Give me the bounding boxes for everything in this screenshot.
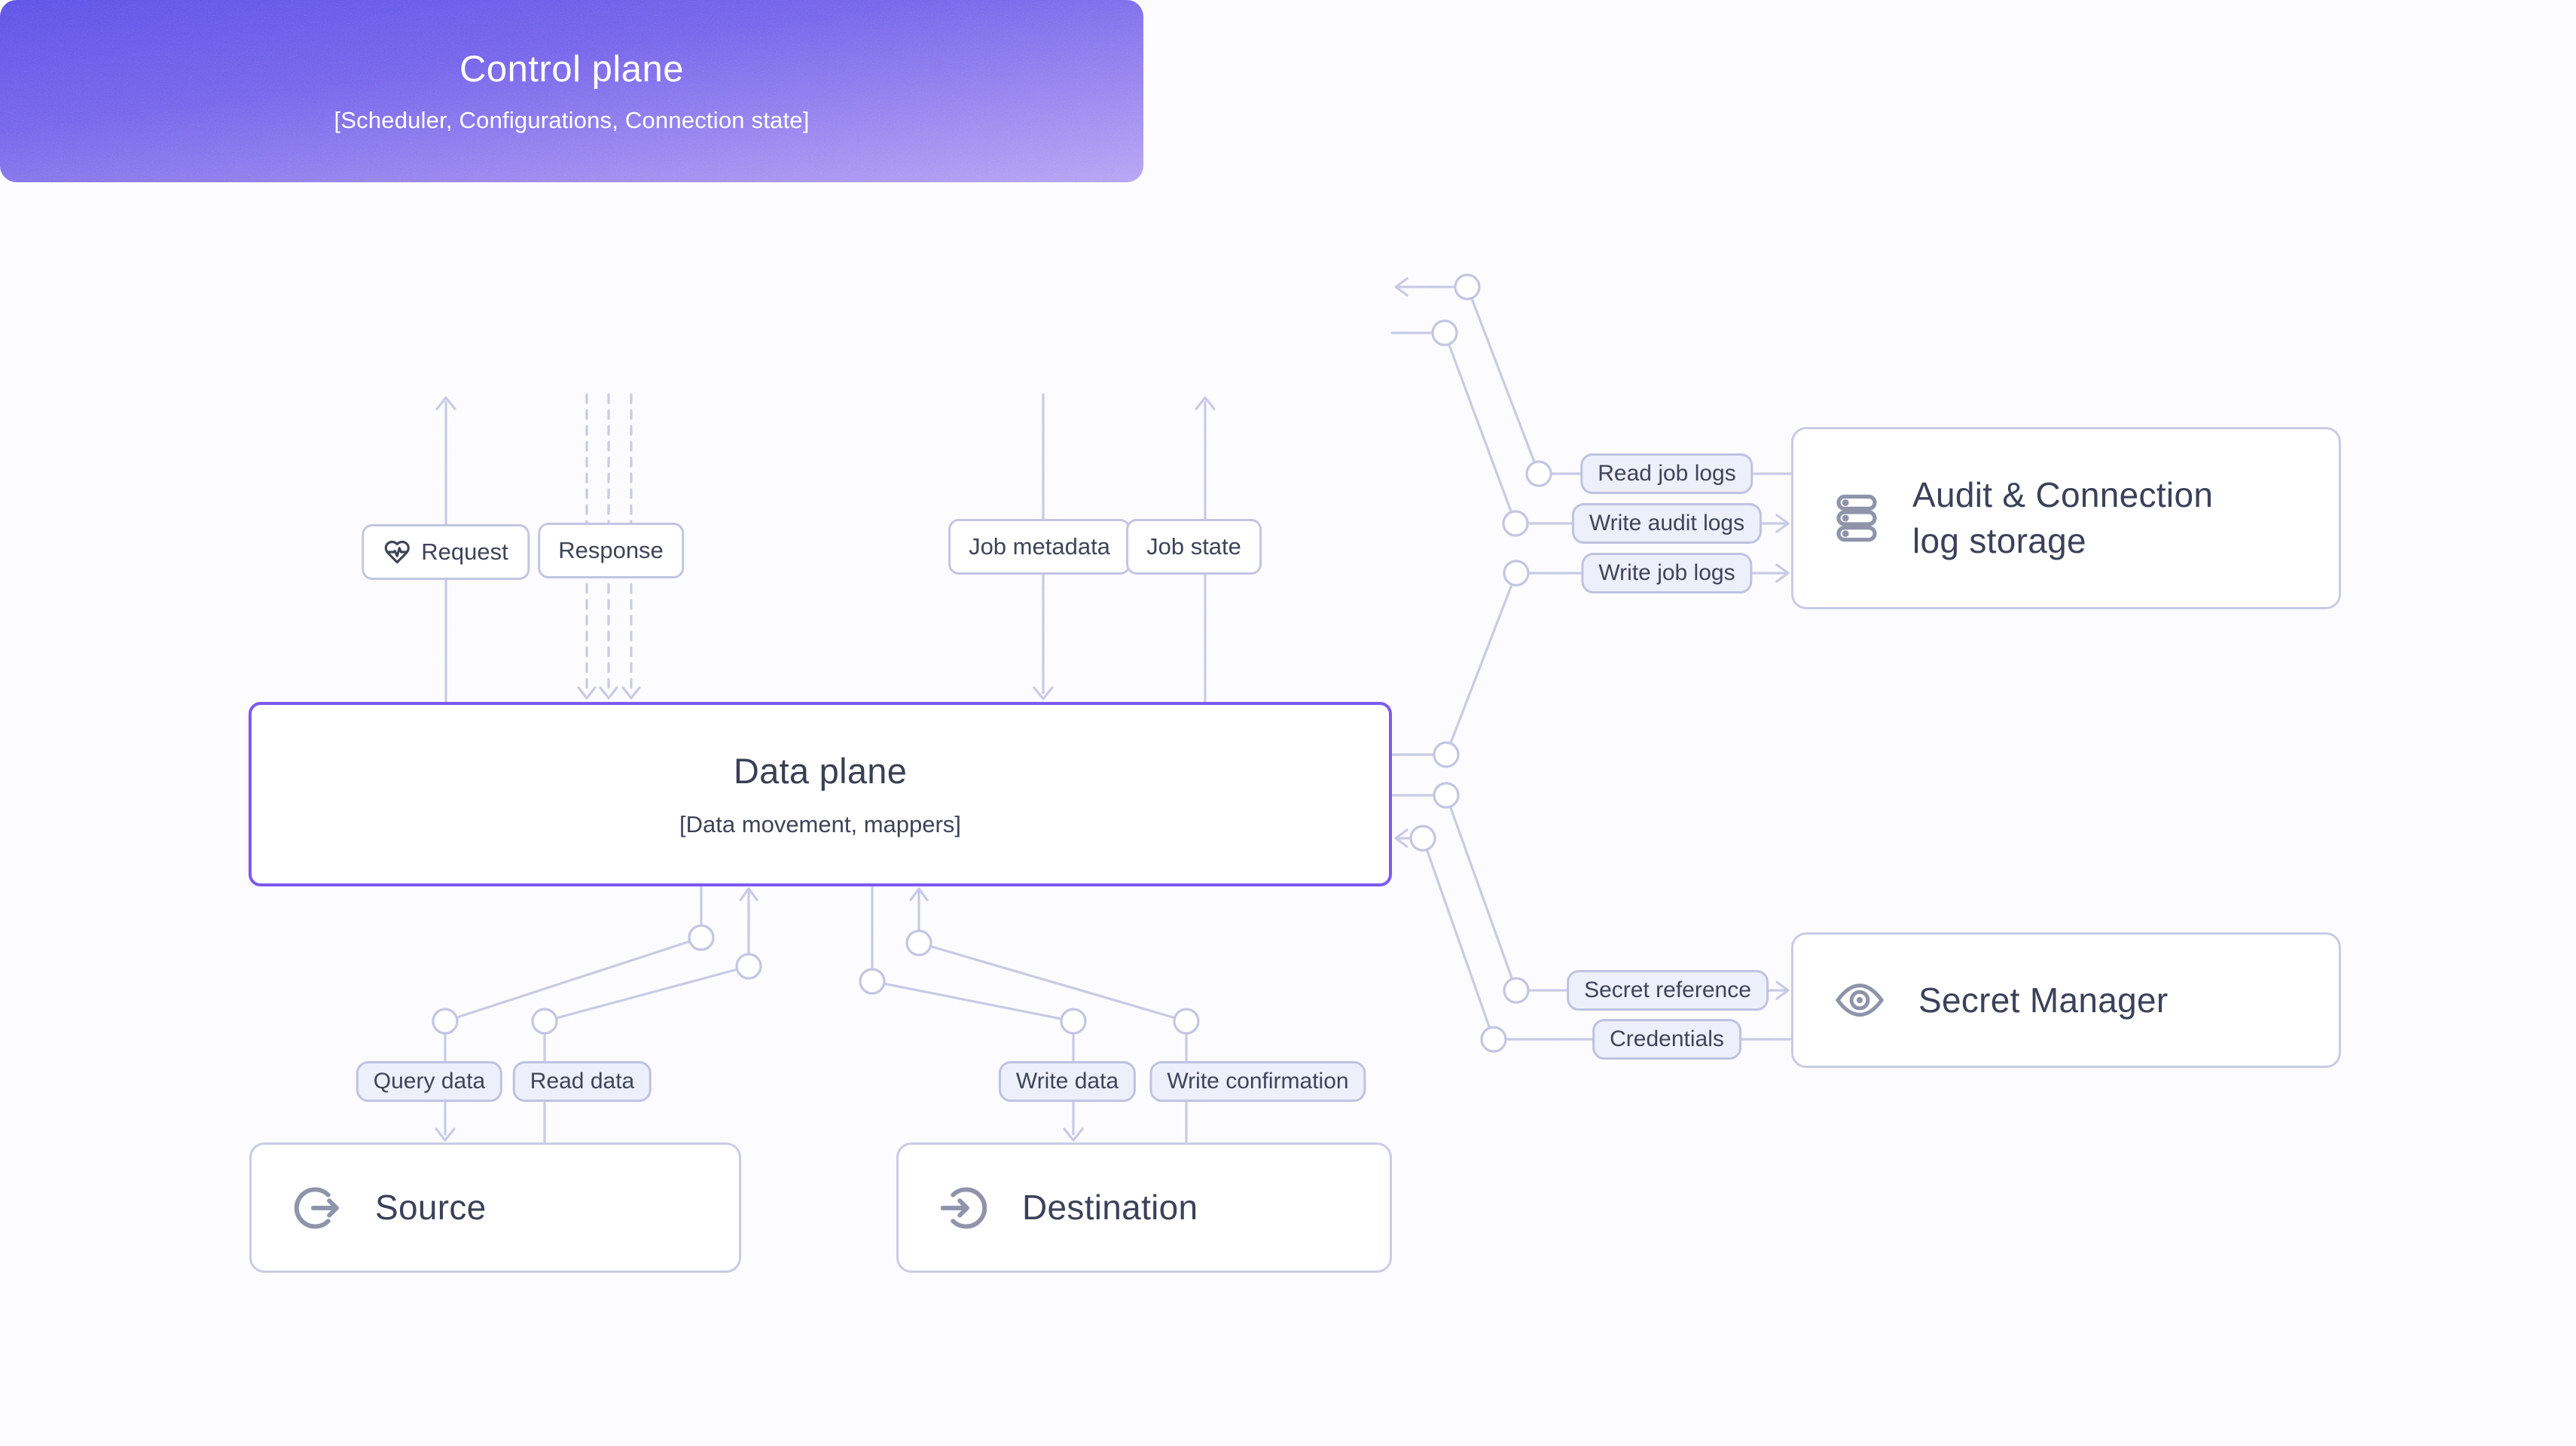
write-confirmation-label: Write confirmation [1149,1061,1366,1102]
server-stack-icon [1836,494,1878,542]
job-metadata-label: Job metadata [948,519,1131,575]
audit-log-storage-node: Audit & Connection log storage [1791,427,2341,609]
control-plane-title: Control plane [459,49,684,90]
export-arrow-icon [294,1185,340,1231]
job-state-label: Job state [1126,519,1262,575]
control-plane-subtitle: [Scheduler, Configurations, Connection s… [334,107,810,133]
destination-node: Destination [896,1142,1392,1273]
write-job-logs-label: Write job logs [1581,553,1753,593]
source-node: Source [249,1142,741,1273]
read-job-logs-label: Read job logs [1580,453,1753,494]
data-plane-node: Data plane [Data movement, mappers] [249,702,1392,886]
read-data-label: Read data [512,1061,652,1102]
eye-icon [1836,982,1884,1018]
secret-reference-label: Secret reference [1567,970,1769,1011]
write-audit-logs-label: Write audit logs [1571,503,1763,544]
query-data-label: Query data [356,1061,503,1102]
request-label: Request [362,524,530,580]
import-arrow-icon [941,1185,987,1231]
heart-pulse-icon [383,538,411,566]
secret-manager-title: Secret Manager [1918,980,2169,1020]
secret-manager-node: Secret Manager [1791,932,2341,1068]
data-plane-title: Data plane [733,751,908,791]
response-label: Response [538,523,684,578]
destination-title: Destination [1022,1188,1198,1228]
write-data-label: Write data [998,1061,1137,1102]
credentials-label: Credentials [1592,1019,1741,1060]
data-plane-subtitle: [Data movement, mappers] [679,811,961,837]
audit-title: Audit & Connection log storage [1912,475,2214,560]
source-title: Source [375,1188,487,1228]
